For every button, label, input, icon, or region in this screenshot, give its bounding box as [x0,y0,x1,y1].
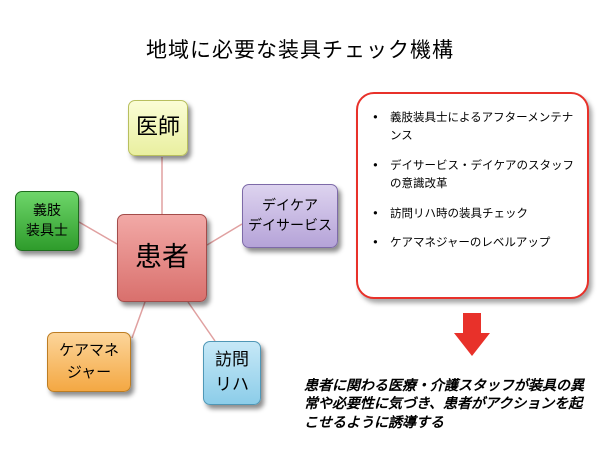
info-box: 義肢装具士によるアフターメンテナンス デイサービス・デイケアのスタッフの意識改革… [356,92,589,299]
node-care-manager-line2: ジャー [66,363,112,381]
page-title: 地域に必要な装具チェック機構 [146,38,454,62]
info-item: デイサービス・デイケアのスタッフの意識改革 [372,156,577,193]
connector-day-service [206,223,243,246]
info-item: 義肢装具士によるアフターメンテナンス [372,108,577,145]
node-home-visit-line2: リハ [215,375,249,395]
node-prosthetist-line2: 装具士 [26,223,68,239]
summary-text: 患者に関わる医療・介護スタッフが装具の異常や必要性に気づき、患者がアクションを起… [304,378,584,431]
node-doctor: 医師 [128,100,188,156]
connector-home-visit [187,301,216,342]
info-item: ケアマネジャーのレベルアップ [372,233,577,252]
node-patient-label: 患者 [135,242,189,274]
node-care-manager: ケアマネ ジャー [47,332,131,392]
node-prosthetist: 義肢 装具士 [15,191,79,251]
node-home-visit: 訪問 リハ [203,341,261,405]
connector-care-manager [131,301,146,339]
info-item: 訪問リハ時の装具チェック [372,204,577,223]
info-list: 義肢装具士によるアフターメンテナンス デイサービス・デイケアのスタッフの意識改革… [372,108,577,252]
node-patient: 患者 [117,214,207,302]
node-home-visit-line1: 訪問 [215,350,249,371]
node-doctor-label: 医師 [135,115,180,141]
node-care-manager-line1: ケアマネ [58,341,119,360]
node-day-service-line1: デイケア [262,197,318,214]
node-day-service-line2: デイサービス [248,218,332,234]
connector-prosthetist [78,221,118,245]
node-day-service: デイケア デイサービス [242,184,338,248]
down-arrow-icon [454,313,490,356]
node-prosthetist-line1: 義肢 [33,202,61,219]
